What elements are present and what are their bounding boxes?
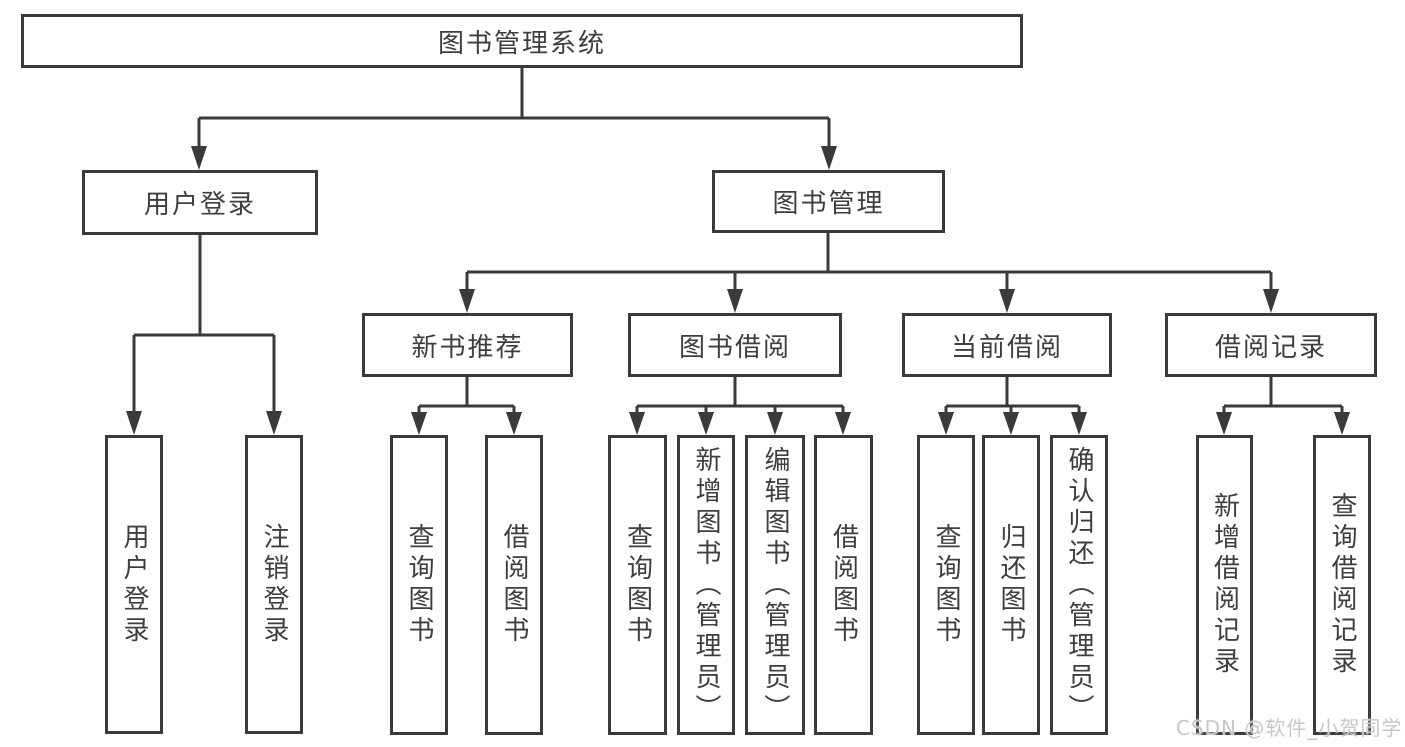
edge-borrowing-branch (635, 377, 845, 416)
node-label: 查询图书 (931, 523, 961, 647)
node-label: 借阅图书 (499, 523, 529, 647)
leaf-borrowing-borrow-books: 借阅图书 (814, 435, 873, 735)
node-label: 用户登录 (119, 522, 149, 647)
node-library-management-system: 图书管理系统 (21, 14, 1023, 68)
leaf-newbook-query-books: 查询图书 (390, 435, 448, 735)
leaf-borrowing-query-books: 查询图书 (608, 435, 667, 735)
edge-root-branch (197, 68, 831, 150)
node-label: 查询图书 (404, 523, 434, 647)
node-label: 查询图书 (622, 523, 653, 647)
node-book-management: 图书管理 (712, 170, 945, 233)
node-label: 借阅图书 (828, 523, 859, 647)
node-label: 归还图书 (996, 523, 1026, 647)
node-user-login: 用户登录 (82, 170, 318, 235)
leaf-records-add-record: 新增借阅记录 (1196, 435, 1253, 735)
arrowheads (126, 146, 1350, 435)
node-label: 编辑图书（管理员） (760, 445, 790, 725)
edge-userlogin-branch (132, 235, 276, 415)
leaf-borrowing-add-books-admin: 新增图书（管理员） (677, 435, 735, 735)
node-label: 查询借阅记录 (1327, 492, 1357, 678)
leaf-records-query-record: 查询借阅记录 (1313, 435, 1371, 735)
node-label: 用户登录 (143, 190, 256, 220)
node-label: 借阅记录 (1214, 332, 1327, 363)
node-label: 图书管理系统 (437, 28, 606, 59)
node-label: 图书借阅 (678, 332, 791, 363)
csdn-watermark: CSDN @软件_小贺同学 (1176, 716, 1403, 740)
node-label: 当前借阅 (950, 332, 1063, 363)
node-book-borrowing: 图书借阅 (628, 313, 842, 377)
edge-bookmgmt-branch (465, 233, 1273, 293)
edge-newbook-branch (417, 377, 516, 416)
leaf-current-query-books: 查询图书 (917, 435, 975, 735)
edge-current-branch (944, 377, 1081, 416)
leaf-user-login: 用户登录 (105, 435, 163, 734)
node-label: 新书推荐 (411, 332, 524, 363)
leaf-newbook-borrow-books: 借阅图书 (485, 435, 543, 735)
leaf-logout-login: 注销登录 (245, 435, 303, 734)
node-label: 图书管理 (772, 189, 885, 219)
leaf-current-return-books: 归还图书 (982, 435, 1040, 735)
node-label: 注销登录 (259, 522, 289, 647)
node-label: 新增借阅记录 (1209, 492, 1240, 678)
node-current-borrowing: 当前借阅 (902, 313, 1112, 377)
node-label: 确认归还（管理员） (1064, 445, 1094, 725)
node-label: 新增图书（管理员） (691, 445, 721, 725)
leaf-borrowing-edit-books-admin: 编辑图书（管理员） (745, 435, 805, 735)
edge-records-branch (1222, 377, 1344, 416)
node-borrowing-records: 借阅记录 (1165, 313, 1377, 377)
leaf-current-confirm-return-admin: 确认归还（管理员） (1050, 435, 1108, 735)
node-new-book-recommend: 新书推荐 (362, 313, 573, 377)
